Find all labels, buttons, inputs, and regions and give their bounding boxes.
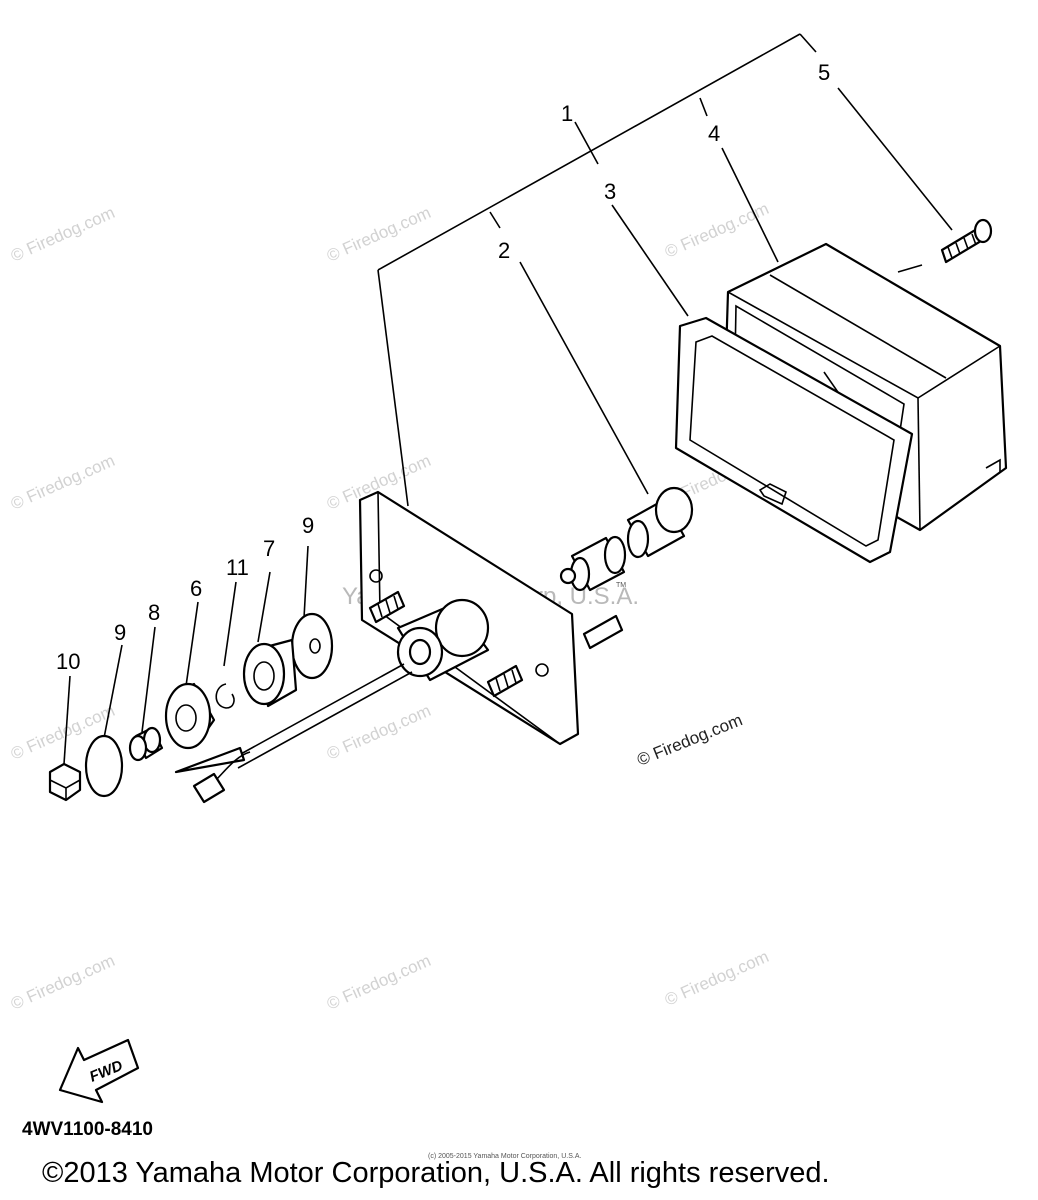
part-11-circlip: [215, 683, 235, 709]
part-5-screw: [940, 218, 993, 264]
part-label-8: 8: [148, 600, 160, 625]
small-copyright: (c) 2005-2015 Yamaha Motor Corporation, …: [428, 1153, 581, 1160]
watermark: © Firedog.com: [8, 451, 118, 514]
part-9-washer: [84, 734, 124, 798]
part-label-6: 6: [190, 576, 202, 601]
part-label-9: 9: [114, 620, 126, 645]
watermark: © Firedog.com: [8, 203, 118, 266]
watermark: © Firedog.com: [662, 947, 772, 1010]
part-2-bulb: [559, 486, 694, 592]
diagram-code: 4WV1100-8410: [22, 1119, 153, 1140]
wire-harness: [174, 663, 413, 804]
part-9-washer: [290, 612, 334, 680]
watermark: © Firedog.com: [8, 951, 118, 1014]
part-label-5: 5: [818, 60, 830, 85]
part-6-damper: [164, 682, 216, 750]
part-label-9: 9: [302, 513, 314, 538]
part-10-nut: [48, 762, 82, 802]
copyright-notice: ©2013 Yamaha Motor Corporation, U.S.A. A…: [42, 1157, 830, 1189]
part-label-10: 10: [56, 649, 80, 674]
part-label-4: 4: [708, 121, 720, 146]
part-7-grommet: [242, 638, 298, 708]
watermark: © Firedog.com: [662, 199, 772, 262]
leader-lines: [63, 33, 953, 765]
watermark-tm: TM: [616, 582, 626, 589]
watermark: © Firedog.com: [324, 951, 434, 1014]
part-1-tail-light-assy: [358, 490, 624, 746]
part-8-collar: [128, 726, 164, 762]
part-label-3: 3: [604, 179, 616, 204]
part-label-7: 7: [263, 536, 275, 561]
part-label-2: 2: [498, 238, 510, 263]
fwd-arrow-icon: FWD: [58, 1038, 140, 1104]
part-3-gasket: [674, 316, 914, 564]
watermark: © Firedog.com: [324, 701, 434, 764]
part-labels: 1 2 3 4 5 6 7 8 9 9 10 11: [56, 60, 830, 674]
part-label-11: 11: [226, 555, 249, 580]
watermark-dark: © Firedog.com: [634, 710, 745, 769]
part-label-1: 1: [561, 101, 573, 126]
watermark: © Firedog.com: [324, 203, 434, 266]
